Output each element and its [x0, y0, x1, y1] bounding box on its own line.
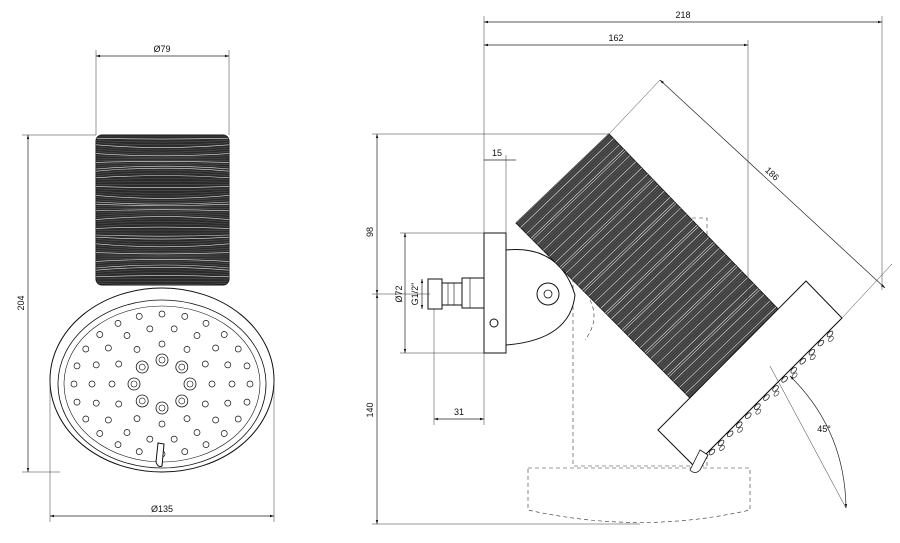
dim-vertical-heights: 98 140 [365, 133, 640, 525]
dim-depth-31: 31 [433, 309, 485, 425]
dim-label-15: 15 [492, 148, 502, 158]
dim-label-186: 186 [763, 165, 781, 183]
dim-diameter-135: Ø135 [49, 380, 275, 522]
dim-label-218: 218 [675, 10, 690, 20]
ball-joint [505, 249, 576, 346]
front-shower-head [49, 287, 275, 473]
dim-label-140: 140 [365, 402, 375, 417]
dim-flange-15: 15 [484, 148, 516, 233]
side-selector-lever [689, 449, 709, 473]
dim-angle-45: 45° [769, 365, 848, 509]
flange-screw [489, 318, 499, 328]
dim-label-72: Ø72 [394, 285, 404, 302]
dim-thread: G1/2" [410, 279, 424, 309]
side-view: 218 162 15 98 140 [365, 10, 893, 525]
dim-height-204: 204 [16, 134, 96, 473]
dim-label-204: 204 [16, 295, 26, 310]
dim-diameter-72: Ø72 [394, 232, 484, 354]
dim-label-79: Ø79 [153, 44, 170, 54]
dim-label-thread: G1/2" [410, 283, 420, 306]
dim-label-98: 98 [365, 227, 375, 237]
spray-nozzles [70, 310, 254, 458]
dim-label-135: Ø135 [151, 504, 173, 514]
dim-label-31: 31 [454, 407, 464, 417]
threaded-connector [427, 277, 485, 310]
dim-label-162: 162 [608, 33, 623, 43]
dim-diameter-79: Ø79 [95, 44, 230, 135]
front-ribbed-body [95, 134, 230, 286]
wall-flange [483, 232, 507, 354]
front-view: Ø79 204 Ø135 [16, 44, 275, 522]
selector-lever [155, 442, 165, 467]
dim-label-45: 45° [817, 424, 831, 434]
